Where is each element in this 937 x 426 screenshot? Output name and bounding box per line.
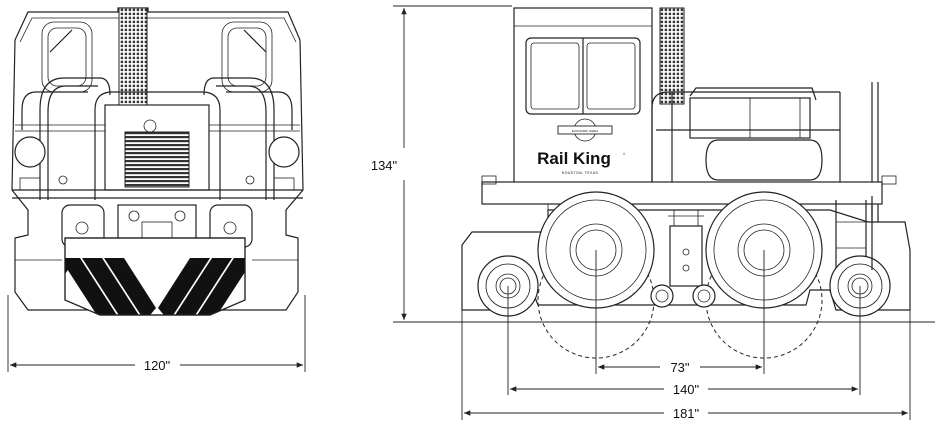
- front-right-headlight: [268, 136, 300, 168]
- front-exhaust-stack: [118, 7, 148, 111]
- front-view: [11, 7, 304, 316]
- front-radiator-grill: [124, 131, 190, 188]
- side-logo: ECONOMIC SIDES Rail King ® HOUSTON, TEXA…: [537, 118, 626, 175]
- front-right-window: [221, 21, 293, 130]
- coupler-span-label: 140": [673, 382, 700, 397]
- front-striped-plow: [64, 237, 246, 316]
- front-left-window: [21, 21, 93, 130]
- side-air-tank: [705, 139, 823, 181]
- side-frame-deck: [481, 181, 883, 205]
- logo-seal-text: ECONOMIC SIDES: [572, 129, 598, 133]
- front-left-headlight: [14, 136, 46, 168]
- side-view: ECONOMIC SIDES Rail King ® HOUSTON, TEXA…: [461, 7, 911, 359]
- brand-name: Rail King: [537, 149, 611, 168]
- front-width-label: 120": [144, 358, 171, 373]
- overall-length-label: 181": [673, 406, 700, 421]
- height-dimension: 134": [371, 5, 935, 323]
- side-rail-wheel-rear: [705, 241, 823, 359]
- front-emblem: [143, 119, 157, 133]
- brand-mark: ®: [623, 152, 626, 156]
- side-dimension-lines: 73" 140" 181": [461, 250, 911, 421]
- axle-spacing-label: 73": [670, 360, 689, 375]
- brand-location: HOUSTON, TEXAS: [562, 171, 599, 175]
- side-exhaust-stack: [659, 7, 685, 105]
- side-brake-cylinder: [669, 225, 703, 287]
- front-width-dimension: 120": [7, 295, 306, 373]
- height-label: 134": [371, 158, 398, 173]
